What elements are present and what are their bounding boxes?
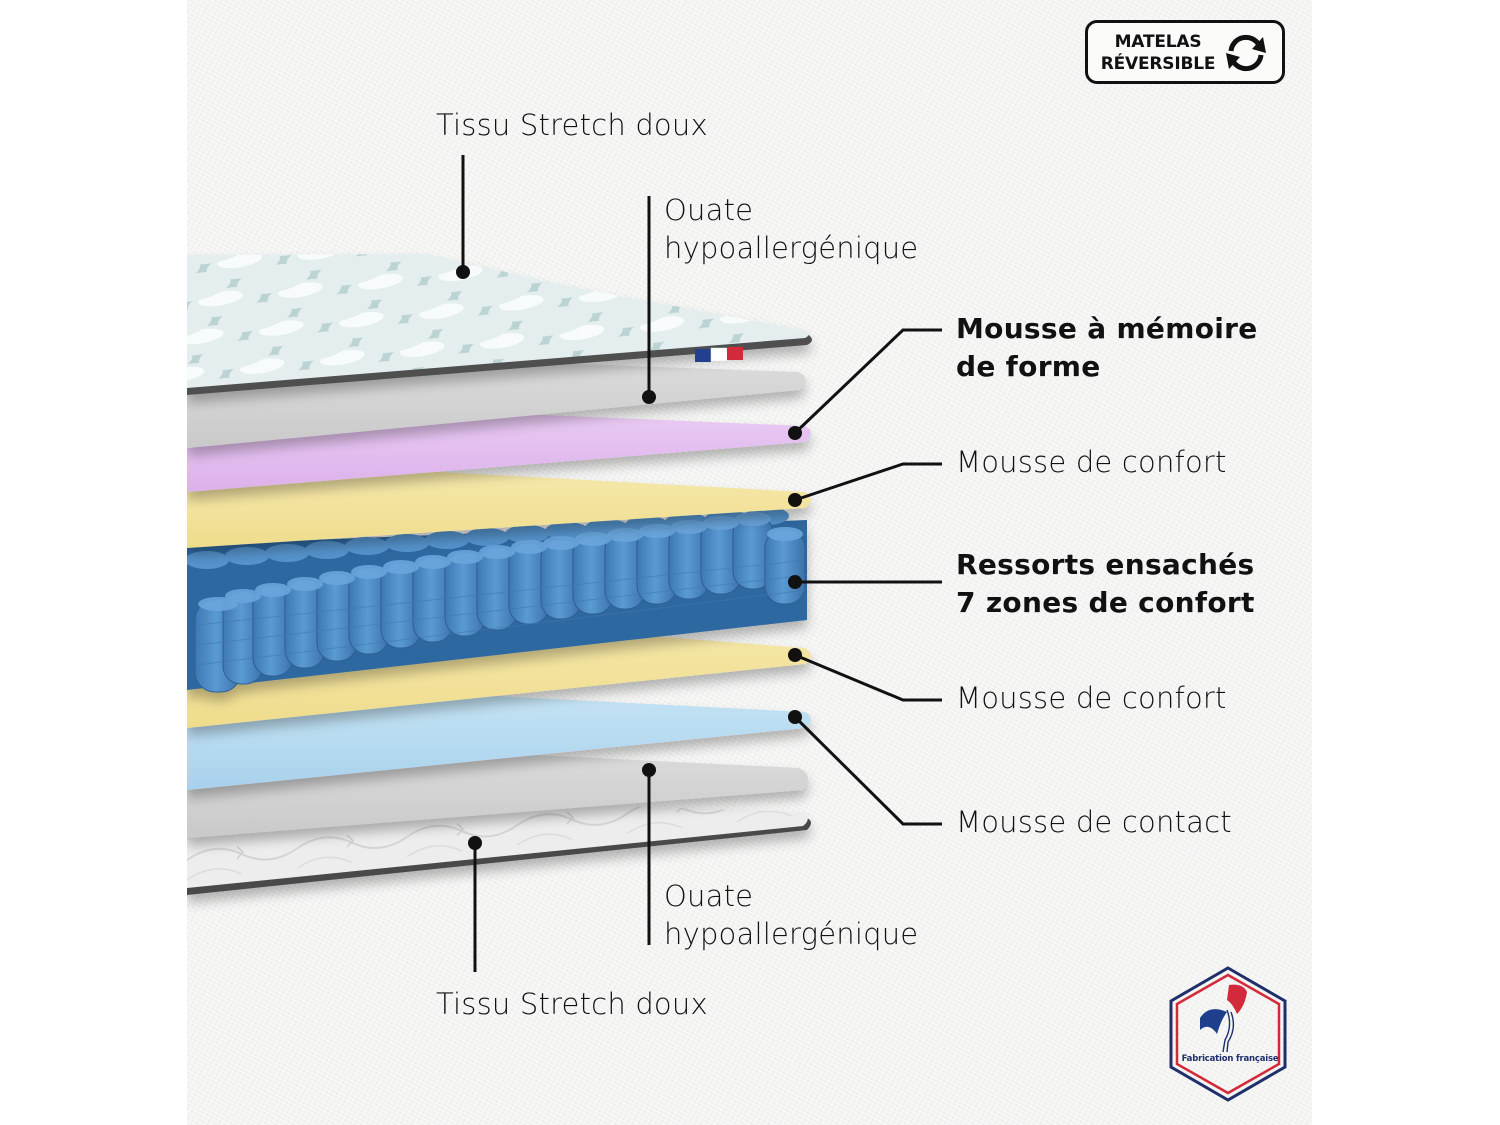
label-contact-foam: Mousse de contact [956,805,1232,839]
label-top-fabric: Tissu Stretch doux [436,108,708,142]
badge-line1: MATELAS [1114,32,1202,52]
leader-dots [456,265,802,850]
layer-comfort-foam-top [187,458,811,548]
label-memory-foam: Mousse à mémoire de forme [956,312,1258,383]
label-bottom-wadding: Ouate hypoallergénique [664,879,919,951]
flag-tag [695,347,743,362]
badge-line2: RÉVERSIBLE [1100,54,1216,74]
made-in-france-text: Fabrication française [1181,1054,1279,1064]
label-pocket-springs: Ressorts ensachés 7 zones de confort [956,548,1255,619]
label-bottom-fabric: Tissu Stretch doux [436,987,708,1021]
label-comfort-foam-top: Mousse de confort [956,445,1227,479]
label-comfort-foam-bottom: Mousse de confort [956,681,1227,715]
layer-top-fabric [187,254,812,395]
rotate-arrows-icon [1226,34,1266,72]
mattress-exploded-view [187,155,1287,1102]
label-top-wadding: Ouate hypoallergénique [664,193,919,265]
leader-lines [461,155,942,972]
made-in-france-badge [1169,966,1287,1102]
reversible-mattress-badge: MATELAS RÉVERSIBLE [1085,20,1285,84]
rooster-icon [1200,984,1247,1053]
layer-pocket-springs [187,507,808,693]
infographic-panel: MATELAS RÉVERSIBLE Tissu Stretch doux Ou… [187,0,1312,1125]
